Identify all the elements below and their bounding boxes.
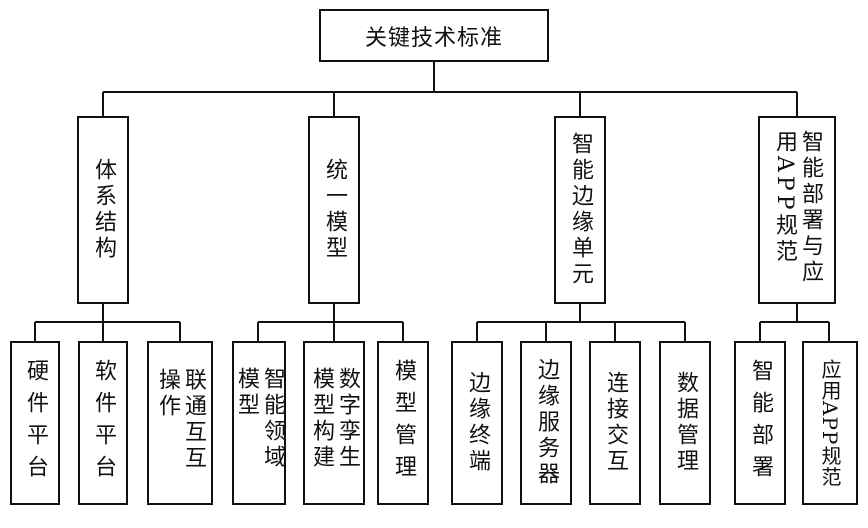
root-node: 关键技术标准: [319, 9, 549, 62]
leaf-domain-model-label: 智能领域模型: [234, 367, 285, 471]
group-architecture-label: 体系结构: [91, 158, 116, 262]
group-edge-unit: 智能边缘单元: [554, 116, 606, 304]
leaf-domain-model: 智能领域模型: [232, 341, 286, 505]
leaf-software-platform-label: 软件平台: [91, 359, 116, 487]
group-edge-unit-label: 智能边缘单元: [568, 132, 593, 288]
group-architecture: 体系结构: [77, 116, 129, 304]
leaf-app-spec-label: 应用APP规范: [818, 358, 842, 488]
leaf-connectivity: 连接交互: [589, 341, 641, 505]
leaf-edge-server: 边缘服务器: [520, 341, 572, 505]
leaf-hardware-platform-label: 硬件平台: [23, 359, 48, 487]
leaf-edge-terminal: 边缘终端: [451, 341, 503, 505]
leaf-connectivity-label: 连接交互: [603, 371, 628, 475]
leaf-edge-terminal-label: 边缘终端: [465, 371, 490, 475]
root-label: 关键技术标准: [364, 25, 503, 51]
leaf-app-spec: 应用APP规范: [802, 341, 858, 505]
leaf-smart-deployment: 智能部署: [734, 341, 786, 505]
leaf-data-management: 数据管理: [659, 341, 711, 505]
group-unified-model-label: 统一模型: [322, 158, 347, 262]
leaf-data-management-label: 数据管理: [673, 371, 698, 475]
leaf-smart-deployment-label: 智能部署: [748, 359, 773, 487]
leaf-model-management: 模型管理: [377, 341, 429, 505]
leaf-interoperability-label: 联通互互操作: [155, 368, 206, 472]
leaf-interoperability: 联通互互操作: [147, 341, 213, 505]
group-deployment-app-label: 智能部署与应用APP规范: [772, 130, 823, 286]
leaf-digital-twin: 数字孪生模型构建: [303, 341, 365, 505]
group-unified-model: 统一模型: [308, 116, 360, 304]
leaf-model-management-label: 模型管理: [391, 359, 416, 487]
leaf-edge-server-label: 边缘服务器: [534, 358, 559, 488]
leaf-digital-twin-label: 数字孪生模型构建: [309, 367, 360, 471]
leaf-software-platform: 软件平台: [78, 341, 128, 505]
group-deployment-app: 智能部署与应用APP规范: [758, 116, 836, 304]
leaf-hardware-platform: 硬件平台: [10, 341, 60, 505]
